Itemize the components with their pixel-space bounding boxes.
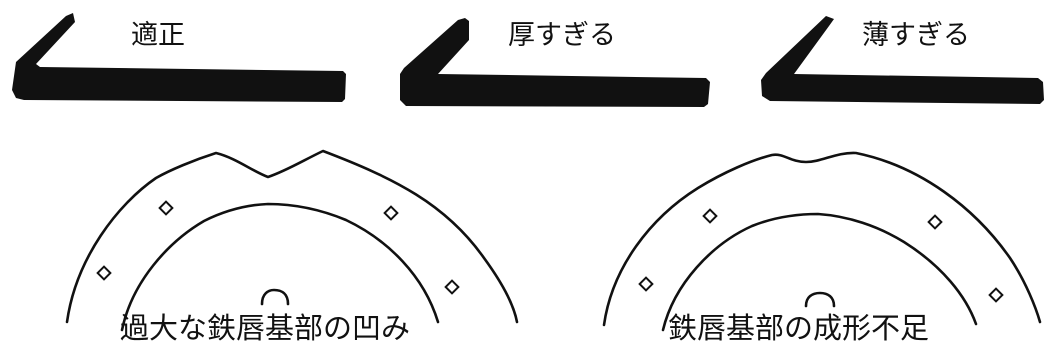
arch-short-palate-bump	[804, 291, 836, 308]
arch-dent-inner	[120, 202, 440, 332]
profile-ok-shape	[12, 13, 346, 102]
arch-dent-outer	[65, 149, 519, 324]
marker-square	[96, 265, 112, 281]
arch-short-inner	[661, 212, 978, 332]
profile-thick-label: 厚すぎる	[508, 20, 616, 51]
profile-thin-shape	[761, 16, 1044, 104]
arch-short-outer	[602, 151, 1042, 327]
marker-square	[988, 287, 1004, 303]
arch-dent-markers	[96, 200, 460, 295]
arch-short-markers	[638, 208, 1004, 303]
marker-square	[702, 208, 718, 224]
profile-ok-label: 適正	[131, 20, 185, 51]
profile-thin-label: 薄すぎる	[862, 20, 970, 51]
profile-thick-shape	[400, 18, 710, 107]
marker-square	[444, 279, 460, 295]
arch-dent-caption: 過大な鉄唇基部の凹み	[120, 311, 411, 345]
marker-square	[158, 200, 174, 216]
marker-square	[927, 214, 943, 230]
arch-short-caption: 鉄唇基部の成形不足	[668, 311, 930, 345]
marker-square	[638, 276, 654, 292]
marker-square	[383, 205, 399, 221]
arch-dent-palate-bump	[260, 288, 290, 306]
